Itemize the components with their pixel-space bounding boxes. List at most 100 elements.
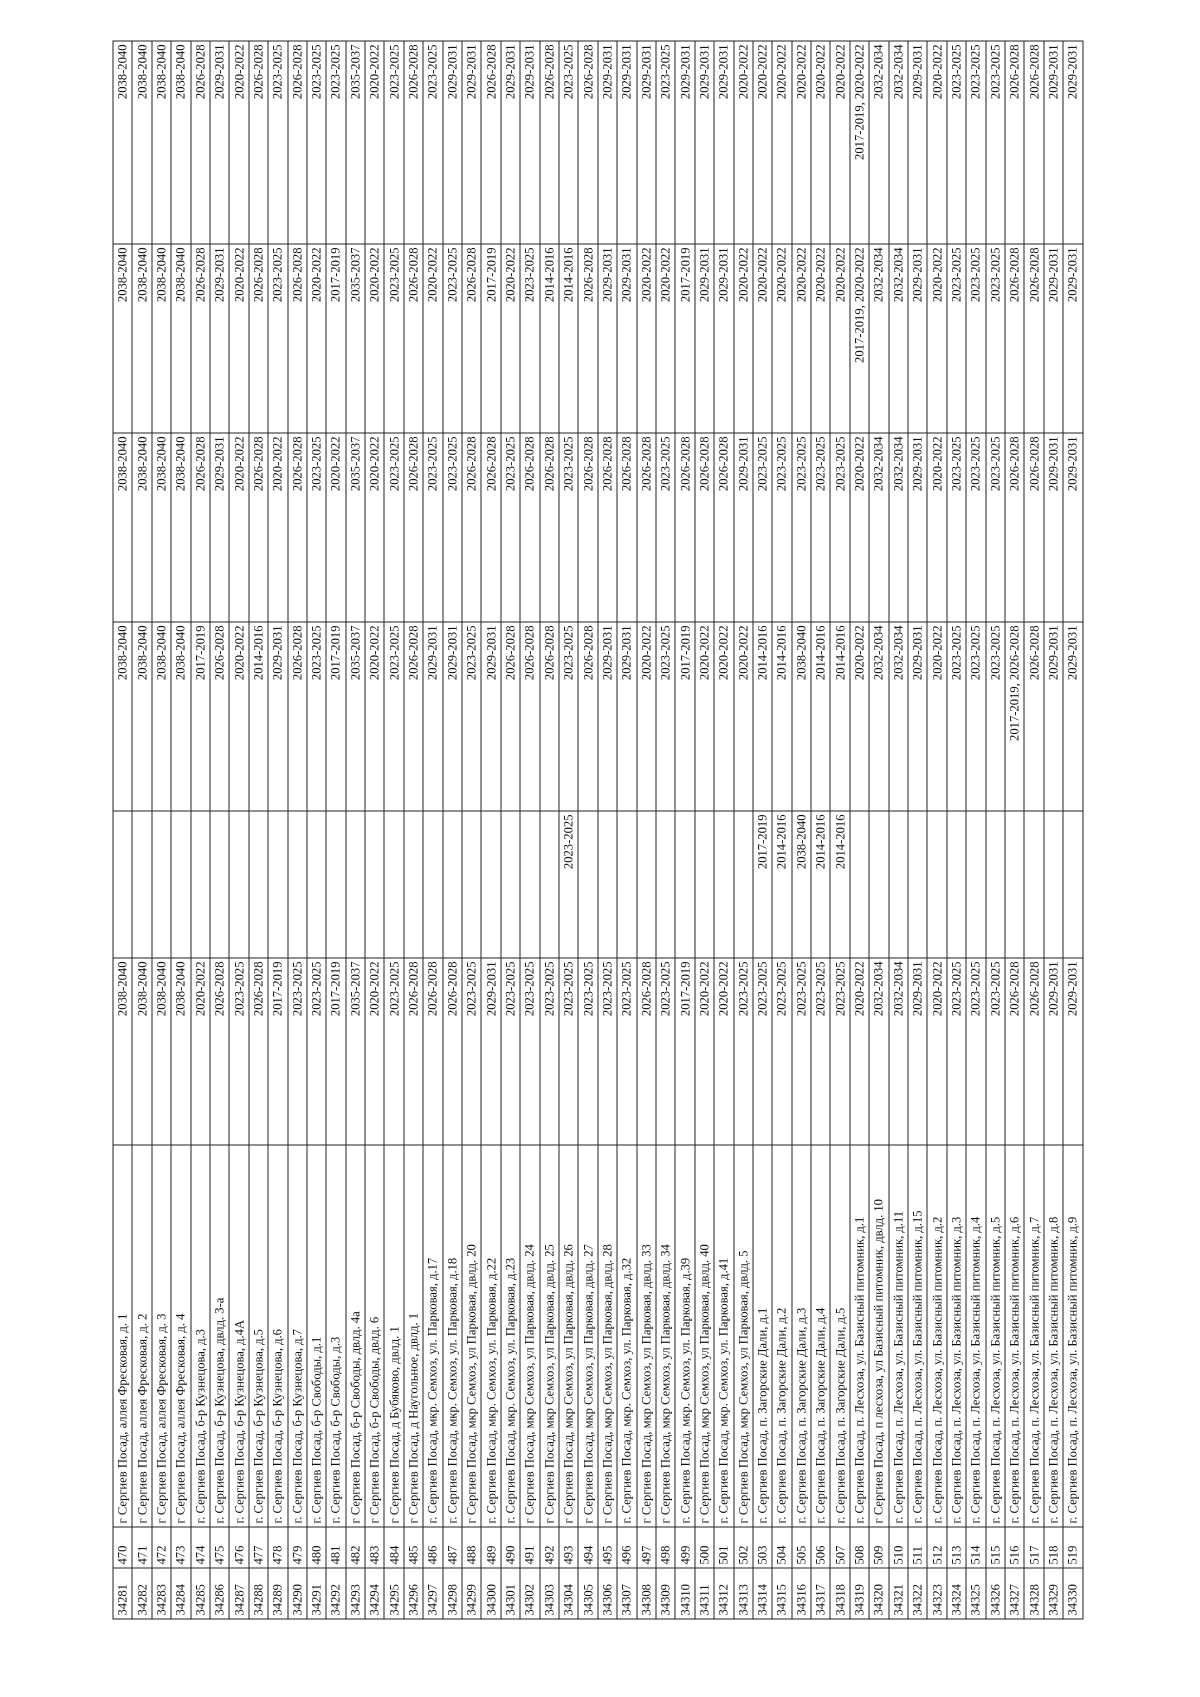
- cell-row-number: 498: [655, 1527, 676, 1568]
- cell-period-col-1: 2023-2025: [384, 958, 404, 1145]
- cell-period-col-2: [268, 811, 288, 958]
- cell-period-col-1: 2020-2022: [927, 958, 947, 1145]
- cell-period-col-2: [908, 811, 928, 958]
- cell-row-number: 477: [248, 1527, 269, 1568]
- cell-period-col-3: 2029-2031: [597, 622, 618, 811]
- cell-period-col-5: 2026-2028: [190, 244, 210, 433]
- cell-period-col-3: 2020-2022: [714, 622, 734, 811]
- cell-registry-number: 34301: [500, 1568, 521, 1619]
- cell-period-col-5: 2029-2031: [1063, 244, 1083, 433]
- cell-address: г. Сергиев Посад, мкр. Семхоз, ул. Парко…: [714, 1145, 734, 1527]
- cell-registry-number: 34290: [287, 1568, 307, 1619]
- cell-period-col-6: 2017-2019, 2020-2022: [849, 41, 870, 244]
- cell-period-col-6: 2026-2028: [287, 41, 307, 244]
- cell-period-col-4: 2023-2025: [442, 433, 463, 622]
- cell-period-col-4: 2032-2034: [869, 433, 889, 622]
- cell-period-col-4: 2023-2025: [985, 433, 1005, 622]
- cell-row-number: 471: [132, 1527, 152, 1568]
- cell-row-number: 513: [946, 1527, 967, 1568]
- cell-address: г. Сергиев Посад, п. Лесхоза, ул. Базисн…: [1004, 1145, 1025, 1527]
- cell-period-col-5: 2020-2022: [365, 244, 385, 433]
- cell-row-number: 514: [966, 1527, 986, 1568]
- cell-period-col-5: 2020-2022: [655, 244, 676, 433]
- cell-period-col-2: 2014-2016: [811, 811, 831, 958]
- cell-period-col-4: 2026-2028: [578, 433, 598, 622]
- cell-row-number: 499: [675, 1527, 695, 1568]
- cell-address: г Сергиев Посад, мкр Семхоз, ул Парковая…: [539, 1145, 559, 1527]
- cell-period-col-6: 2023-2025: [655, 41, 676, 244]
- cell-registry-number: 34322: [908, 1568, 928, 1619]
- cell-period-col-2: [888, 811, 909, 958]
- cell-period-col-3: 2023-2025: [946, 622, 967, 811]
- cell-address: г Сергиев Посад, мкр Семхоз, ул Парковая…: [636, 1145, 656, 1527]
- cell-period-col-4: 2020-2022: [849, 433, 870, 622]
- cell-row-number: 502: [733, 1527, 753, 1568]
- cell-registry-number: 34304: [558, 1568, 579, 1619]
- cell-period-col-1: 2023-2025: [558, 958, 579, 1145]
- cell-row-number: 518: [1043, 1527, 1064, 1568]
- cell-period-col-1: 2023-2025: [617, 958, 637, 1145]
- cell-period-col-6: 2029-2031: [617, 41, 637, 244]
- cell-period-col-2: [1063, 811, 1083, 958]
- cell-period-col-6: 2023-2025: [985, 41, 1005, 244]
- cell-registry-number: 34309: [655, 1568, 676, 1619]
- cell-period-col-3: 2020-2022: [229, 622, 249, 811]
- cell-period-col-5: 2026-2028: [1004, 244, 1025, 433]
- cell-period-col-6: 2032-2034: [888, 41, 909, 244]
- cell-period-col-4: 2023-2025: [830, 433, 850, 622]
- cell-period-col-3: 2029-2031: [481, 622, 501, 811]
- cell-period-col-2: [539, 811, 559, 958]
- cell-row-number: 487: [442, 1527, 463, 1568]
- cell-period-col-4: 2029-2031: [1043, 433, 1064, 622]
- cell-row-number: 479: [287, 1527, 307, 1568]
- cell-period-col-4: 2038-2040: [132, 433, 152, 622]
- cell-period-col-3: 2026-2028: [539, 622, 559, 811]
- cell-address: г. Сергиев Посад, мкр. Семхоз, ул. Парко…: [481, 1145, 501, 1527]
- cell-registry-number: 34317: [811, 1568, 831, 1619]
- cell-registry-number: 34307: [617, 1568, 637, 1619]
- cell-row-number: 486: [423, 1527, 443, 1568]
- cell-address: г. Сергиев Посад, б-р Кузнецова, д.6: [268, 1145, 288, 1527]
- cell-row-number: 515: [985, 1527, 1005, 1568]
- cell-period-col-5: 2038-2040: [113, 244, 133, 433]
- cell-row-number: 485: [403, 1527, 424, 1568]
- cell-row-number: 490: [500, 1527, 521, 1568]
- cell-registry-number: 34325: [966, 1568, 986, 1619]
- cell-period-col-1: 2032-2034: [869, 958, 889, 1145]
- cell-period-col-3: 2023-2025: [655, 622, 676, 811]
- cell-period-col-2: [423, 811, 443, 958]
- cell-registry-number: 34318: [830, 1568, 850, 1619]
- cell-period-col-4: 2020-2022: [326, 433, 346, 622]
- cell-period-col-6: 2029-2031: [908, 41, 928, 244]
- cell-registry-number: 34305: [578, 1568, 598, 1619]
- cell-period-col-5: 2017-2019: [326, 244, 346, 433]
- cell-registry-number: 34297: [423, 1568, 443, 1619]
- cell-period-col-3: 2014-2016: [772, 622, 792, 811]
- cell-address: г Сергиев Посад, аллея Фресковая, д. 4: [171, 1145, 191, 1527]
- cell-period-col-3: 2023-2025: [558, 622, 579, 811]
- cell-period-col-1: 2017-2019: [268, 958, 288, 1145]
- cell-address: г Сергиев Посад, аллея Фресковая, д. 1: [113, 1145, 133, 1527]
- cell-period-col-5: 2020-2022: [229, 244, 249, 433]
- cell-period-col-6: 2035-2037: [345, 41, 366, 244]
- cell-period-col-3: 2035-2037: [345, 622, 366, 811]
- cell-registry-number: 34281: [113, 1568, 133, 1619]
- cell-period-col-4: 2029-2031: [1063, 433, 1083, 622]
- cell-row-number: 497: [636, 1527, 656, 1568]
- cell-period-col-5: 2017-2019: [481, 244, 501, 433]
- cell-address: г. Сергиев Посад, б-р Свободы, д.3: [326, 1145, 346, 1527]
- cell-registry-number: 34329: [1043, 1568, 1064, 1619]
